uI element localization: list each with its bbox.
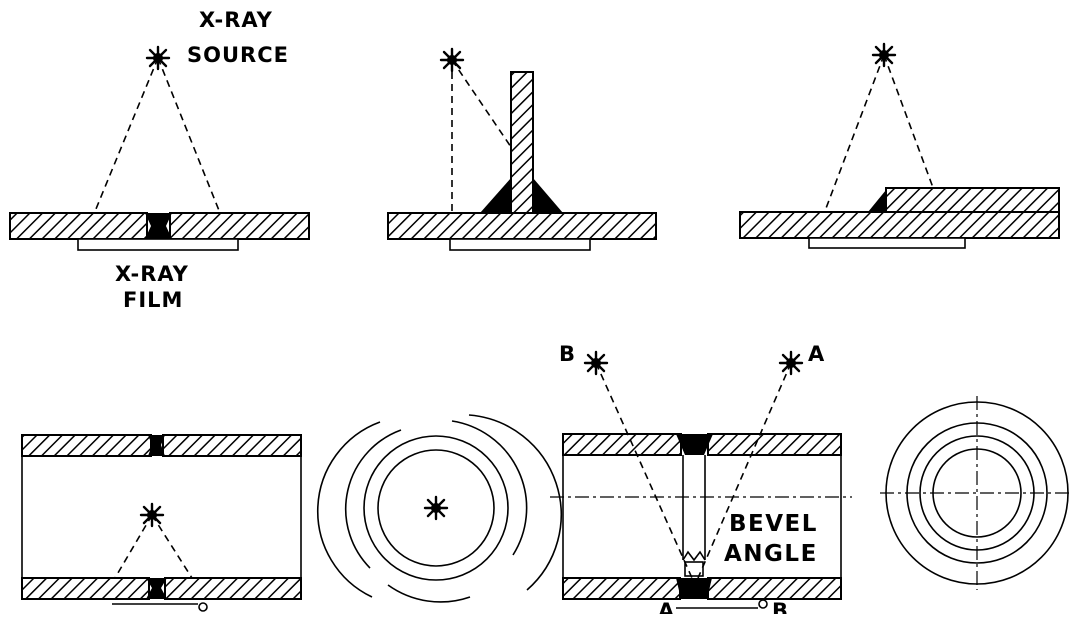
beam-ray-b bbox=[595, 362, 693, 579]
xray-film bbox=[808, 237, 966, 249]
pipe-wall-top-left bbox=[21, 434, 152, 457]
weld-top bbox=[148, 435, 165, 456]
film-marker bbox=[758, 599, 768, 609]
panel-butt-weld: X-RAY SOURCE X-RAY FILM bbox=[9, 8, 310, 312]
beam-ray-right bbox=[157, 57, 233, 244]
pipe-inner-circle bbox=[377, 449, 495, 567]
panel-t-joint bbox=[387, 47, 657, 251]
pipe-wall-bottom-left bbox=[562, 577, 681, 600]
film-wrap-arc bbox=[387, 584, 471, 603]
beam-ray-left bbox=[114, 514, 153, 579]
film-wrap-arc bbox=[468, 414, 562, 591]
xray-film bbox=[449, 238, 591, 251]
panel-pipe-internal bbox=[21, 434, 302, 612]
weld-bead bbox=[145, 213, 172, 239]
weld-top bbox=[676, 434, 713, 455]
beam-ray-a bbox=[697, 362, 792, 579]
film-wrap-arc bbox=[451, 420, 528, 556]
pipe-wall-top-right bbox=[707, 433, 842, 456]
panel-pipe-end-view bbox=[317, 414, 562, 603]
panel-pipe-double-wall: B A BEVEL ANGLE A B bbox=[550, 342, 852, 619]
beam-ray-right bbox=[883, 54, 943, 213]
xray-film bbox=[77, 238, 239, 251]
bevel-label-line1: BEVEL bbox=[729, 511, 818, 537]
panel-concentric-end-view bbox=[880, 396, 1071, 590]
panel-lap-joint bbox=[739, 42, 1060, 249]
lap-weld bbox=[868, 190, 886, 212]
pipe-wall-bottom-left bbox=[21, 577, 150, 600]
beam-ray-right bbox=[151, 514, 193, 579]
lower-plate bbox=[739, 211, 1060, 239]
pipe-wall-bottom-right bbox=[707, 577, 842, 600]
beam-ray-left bbox=[813, 54, 885, 241]
upper-plate bbox=[885, 187, 1060, 213]
film-wrap-arc bbox=[317, 421, 381, 598]
weld-bottom bbox=[676, 578, 712, 599]
source-b-label: B bbox=[559, 342, 576, 366]
pipe-wall-top-left bbox=[562, 433, 682, 456]
film-end-b-label: B bbox=[772, 599, 789, 614]
source-a-label: A bbox=[808, 342, 825, 366]
source-label-line2: SOURCE bbox=[187, 43, 289, 67]
film-end-a-label: A bbox=[658, 599, 675, 614]
fillet-weld-right bbox=[533, 178, 563, 213]
base-plate bbox=[387, 212, 657, 240]
pipe-wall-top-right bbox=[162, 434, 302, 457]
weld-bottom bbox=[146, 578, 167, 599]
bevel-gap bbox=[684, 561, 704, 577]
film-marker bbox=[198, 602, 208, 612]
film-label-line2: FILM bbox=[123, 288, 183, 312]
beam-ray-left bbox=[81, 57, 159, 244]
xray-source-icon bbox=[423, 495, 449, 521]
film-label-line1: X-RAY bbox=[115, 262, 189, 286]
pipe-outer-circle bbox=[363, 435, 509, 581]
bevel-label-line2: ANGLE bbox=[724, 541, 818, 567]
plate-right bbox=[169, 212, 310, 240]
source-label-line1: X-RAY bbox=[199, 8, 273, 32]
pipe-wall-bottom-right bbox=[164, 577, 302, 600]
bevel-root bbox=[682, 550, 706, 562]
plate-left bbox=[9, 212, 148, 240]
vertical-stem bbox=[510, 71, 534, 215]
fillet-weld-left bbox=[480, 178, 511, 213]
film-wrap-arc bbox=[344, 429, 402, 569]
